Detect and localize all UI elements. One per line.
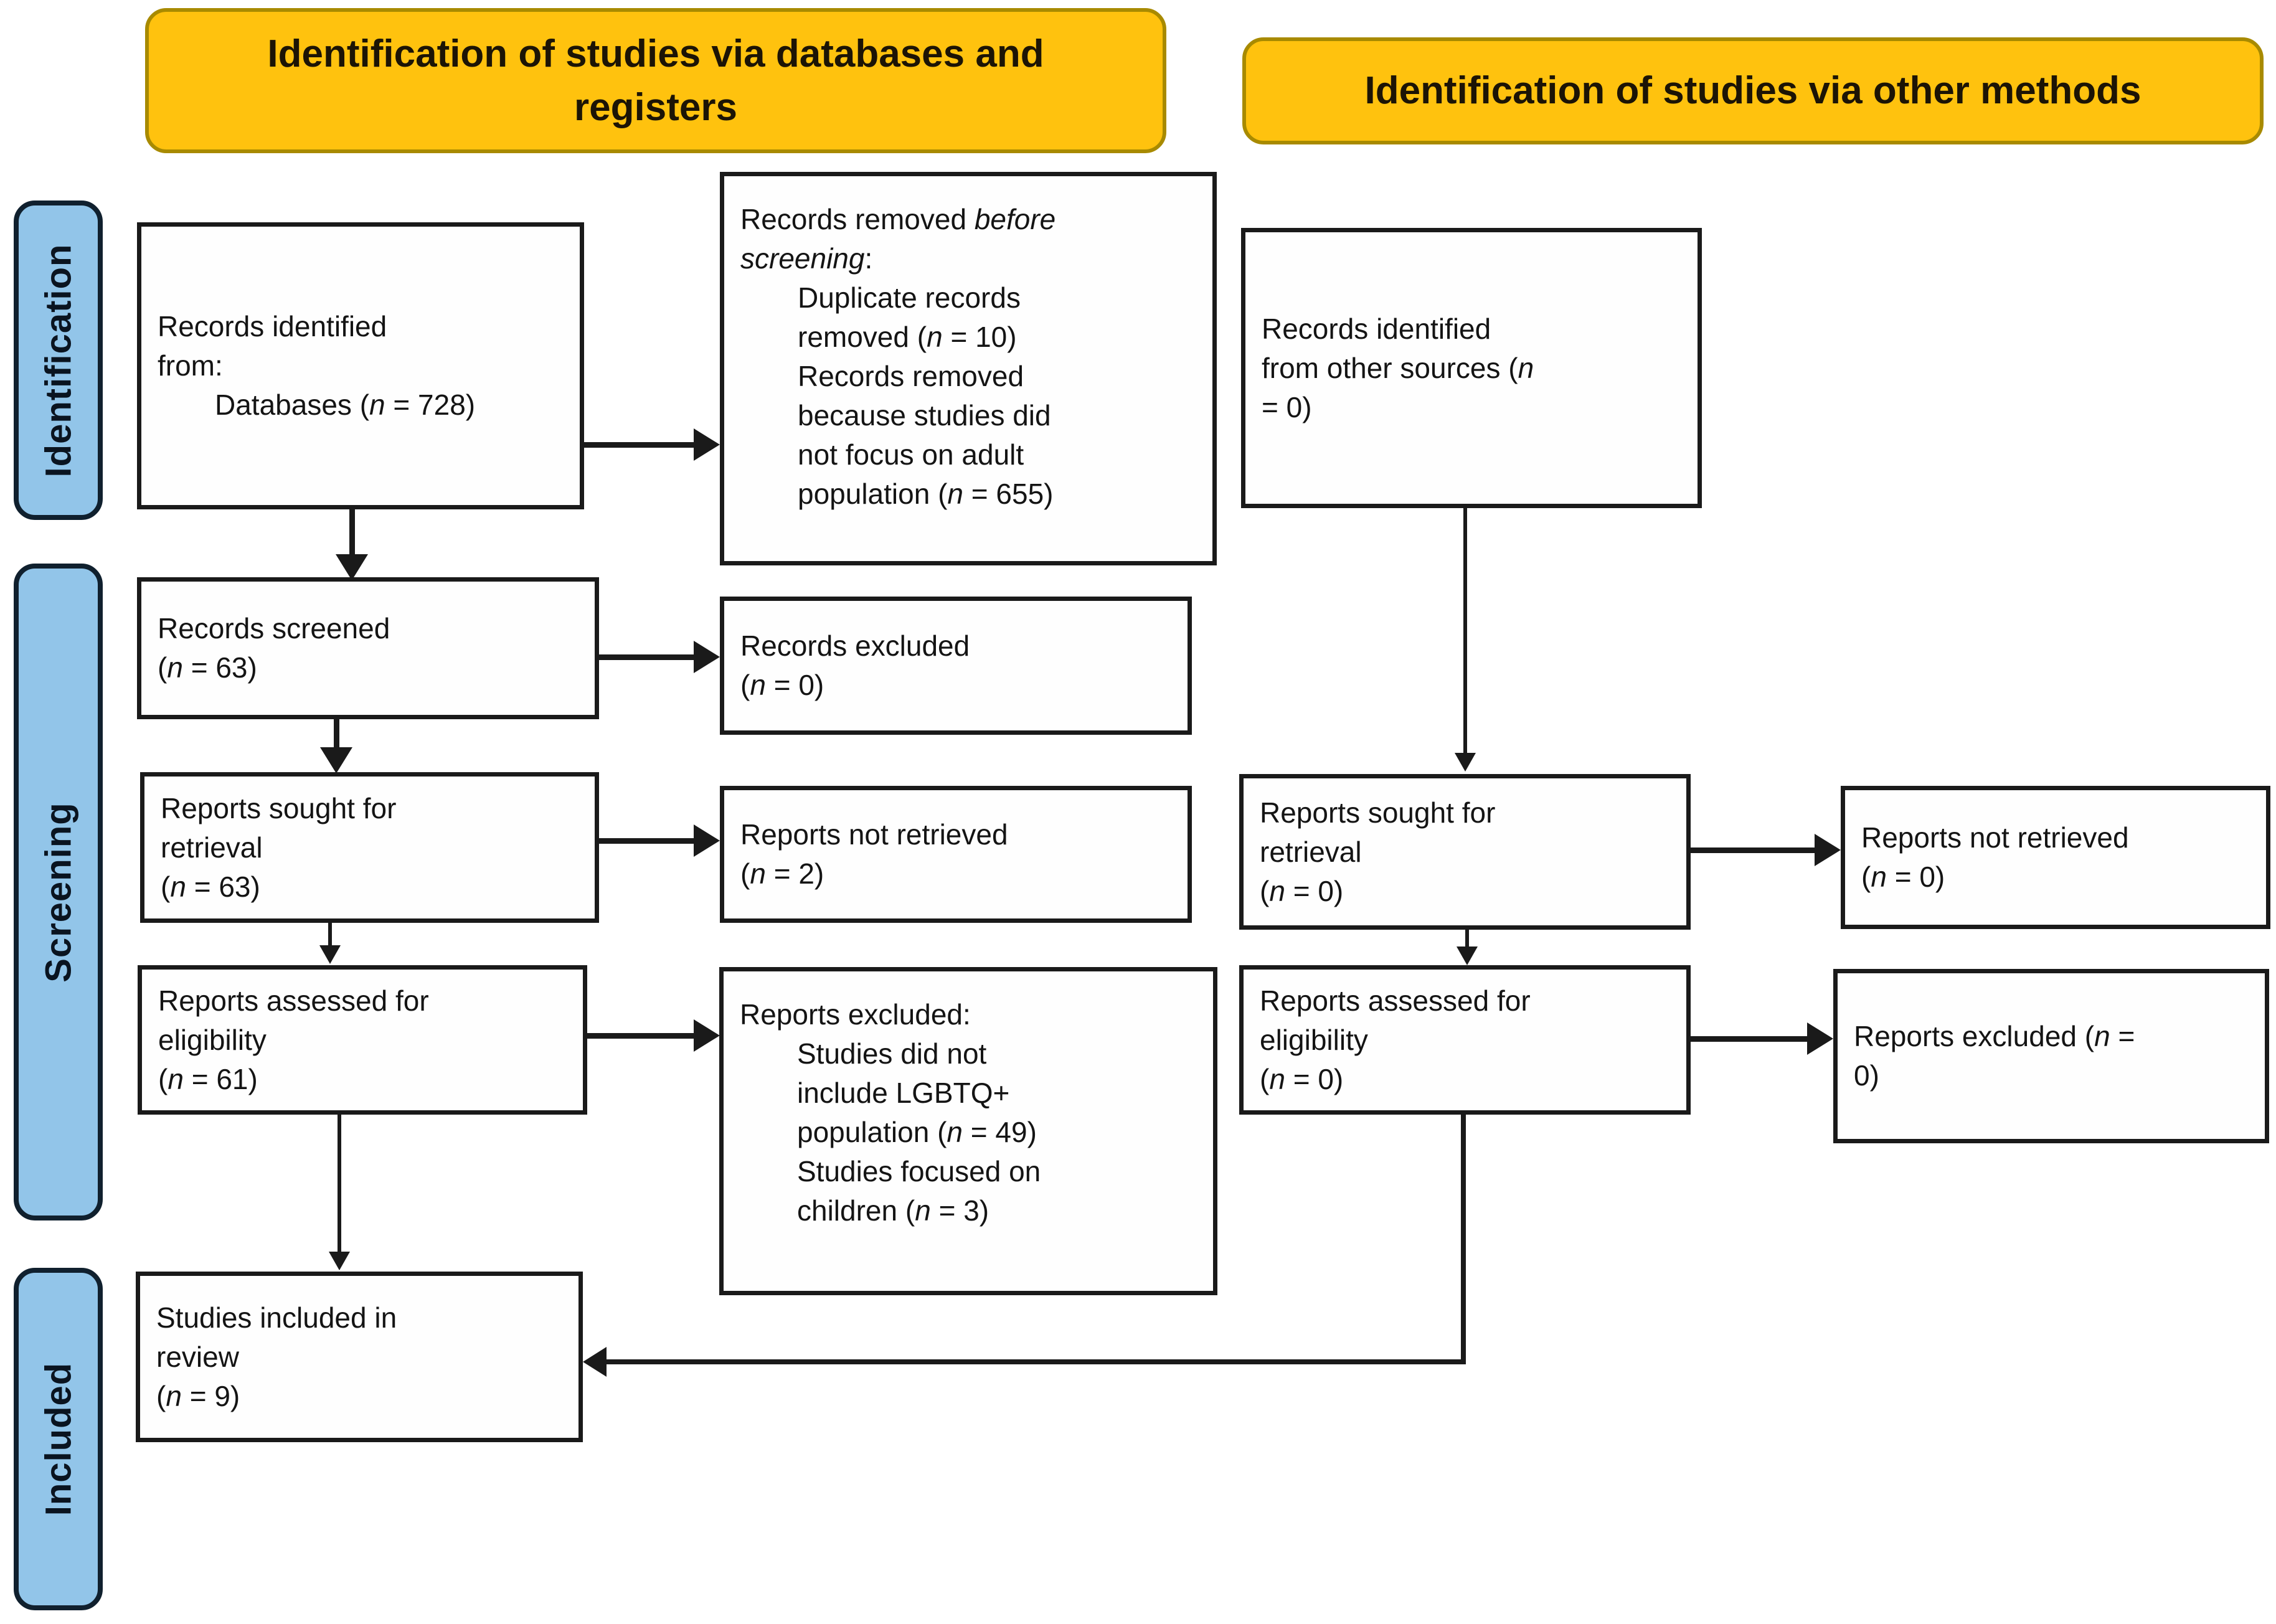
- arrow-assessed-to-excluded-head: [694, 1019, 720, 1052]
- header-databases-registers: Identification of studies via databases …: [145, 8, 1166, 153]
- box-text-line: (n = 0): [740, 669, 824, 701]
- arrow-screened-to-sought-head: [320, 747, 352, 773]
- box-text-line: Studies focused on: [797, 1155, 1041, 1187]
- box-text-line: from:: [158, 349, 223, 382]
- box-text-line: Records excluded: [740, 630, 970, 662]
- box-records-screened: Records screened (n = 63): [137, 577, 599, 719]
- box-text-line: because studies did: [798, 399, 1051, 432]
- box-reports-excluded-other: Reports excluded (n = 0): [1833, 969, 2269, 1143]
- box-studies-included-review: Studies included in review (n = 9): [136, 1272, 583, 1442]
- box-text-line: retrieval: [161, 831, 263, 864]
- arrow-identified-to-removed-shaft: [583, 442, 696, 448]
- box-text-line: Reports sought for: [161, 791, 397, 824]
- box-text-line: Reports assessed for: [158, 984, 429, 1017]
- box-reports-assessed-databases: Reports assessed for eligibility (n = 61): [138, 965, 587, 1115]
- box-text-line: (n = 63): [158, 651, 257, 684]
- arrow-screened-to-excluded-shaft: [599, 654, 696, 660]
- box-text-line: eligibility: [158, 1023, 267, 1056]
- box-text-line: not focus on adult: [798, 438, 1024, 471]
- arrow-screened-to-sought-shaft: [334, 719, 339, 750]
- box-text-line: (n = 0): [1260, 874, 1344, 907]
- box-reports-assessed-other: Reports assessed for eligibility (n = 0): [1239, 965, 1691, 1115]
- box-text-line: (n = 63): [161, 870, 260, 903]
- arrow-assessedother-to-included-horizontal-shaft: [607, 1359, 1466, 1364]
- arrow-assessed-to-excluded-shaft: [587, 1033, 694, 1039]
- box-text-line: eligibility: [1260, 1023, 1368, 1056]
- arrow-sought-to-notretrieved-head: [694, 824, 720, 857]
- box-text-line: (n = 0): [1861, 861, 1945, 893]
- arrow-assessedother-to-included-vertical-shaft: [1461, 1115, 1466, 1364]
- box-text-line: (n = 0): [1260, 1062, 1344, 1095]
- box-records-other-sources: Records identified from other sources (n =…: [1241, 228, 1702, 508]
- box-text-line: review: [156, 1340, 239, 1373]
- box-text-line: Studies did not: [797, 1037, 987, 1070]
- box-text-line: children (n = 3): [797, 1194, 989, 1227]
- box-reports-excluded-reasons: Reports excluded: Studies did not include …: [719, 967, 1217, 1295]
- arrow-assessedother-to-included-head: [583, 1347, 607, 1377]
- sidebar-stage-screening-label: Screening: [38, 801, 78, 983]
- arrow-sought-to-notretrieved-shaft: [599, 838, 696, 844]
- box-reports-not-retrieved-databases: Reports not retrieved (n = 2): [720, 786, 1192, 923]
- box-text-line: (n = 2): [740, 857, 824, 890]
- arrow-soughtother-to-notretrieved-shaft: [1691, 847, 1815, 853]
- arrow-sought-to-assessed-shaft: [328, 923, 332, 948]
- arrow-soughtother-to-notretrieved-head: [1815, 834, 1841, 866]
- box-text-line: removed (n = 10): [798, 321, 1017, 353]
- box-text-line: (n = 9): [156, 1379, 240, 1412]
- arrow-identified-to-screened-head: [336, 554, 368, 580]
- box-text-line: Databases (n = 728): [215, 389, 476, 421]
- box-records-excluded: Records excluded (n = 0): [720, 597, 1192, 735]
- sidebar-stage-identification-label: Identification: [38, 243, 78, 477]
- box-reports-not-retrieved-other: Reports not retrieved (n = 0): [1841, 786, 2270, 929]
- box-text-line: Reports excluded:: [740, 998, 971, 1031]
- arrow-identified-to-screened-shaft: [349, 509, 355, 559]
- box-text-line: Reports excluded (n =: [1854, 1020, 2135, 1052]
- arrow-soughtother-to-assessed-head: [1457, 947, 1478, 965]
- box-text-line: from other sources (n: [1262, 351, 1534, 384]
- box-text-line: retrieval: [1260, 835, 1362, 868]
- box-text-line: 0): [1854, 1059, 1879, 1092]
- sidebar-stage-identification: Identification: [14, 201, 103, 520]
- box-reports-sought-databases: Reports sought for retrieval (n = 63): [140, 772, 599, 923]
- arrow-identified-to-removed-head: [694, 428, 720, 461]
- arrow-assessed-to-included-head: [329, 1252, 350, 1270]
- box-records-identified: Records identified from: Databases (n = 72…: [137, 222, 584, 509]
- box-text-line: Studies included in: [156, 1301, 397, 1334]
- sidebar-stage-included-label: Included: [38, 1362, 78, 1516]
- box-text-line: screening:: [740, 242, 873, 275]
- arrow-othersources-to-sought-head: [1455, 753, 1476, 772]
- sidebar-stage-included: Included: [14, 1268, 103, 1610]
- box-text-line: (n = 61): [158, 1062, 258, 1095]
- box-reports-sought-other: Reports sought for retrieval (n = 0): [1239, 774, 1691, 930]
- box-text-line: Records removed before: [740, 203, 1056, 235]
- box-text-line: Records identified: [1262, 312, 1491, 345]
- arrow-assessed-to-included-shaft: [338, 1115, 341, 1254]
- box-text-line: population (n = 49): [797, 1116, 1037, 1148]
- arrow-sought-to-assessed-head: [319, 945, 341, 964]
- arrow-assessedother-to-excluded-head: [1807, 1022, 1833, 1055]
- box-text-line: Reports assessed for: [1260, 984, 1531, 1017]
- box-text-line: Reports not retrieved: [1861, 821, 2129, 854]
- arrow-soughtother-to-assessed-shaft: [1465, 930, 1469, 948]
- box-text-line: Records removed: [798, 360, 1024, 392]
- arrow-screened-to-excluded-head: [694, 641, 720, 673]
- arrow-assessedother-to-excluded-shaft: [1691, 1036, 1808, 1042]
- box-text-line: Records identified: [158, 310, 387, 342]
- box-text-line: Reports not retrieved: [740, 818, 1008, 851]
- header-other-methods: Identification of studies via other meth…: [1242, 37, 2264, 144]
- box-text-line: include LGBTQ+: [797, 1077, 1010, 1109]
- box-text-line: = 0): [1262, 390, 1312, 423]
- box-records-removed-before-screening: Records removed before screening: Duplicat…: [720, 172, 1217, 565]
- box-text-line: Records screened: [158, 612, 390, 644]
- sidebar-stage-screening: Screening: [14, 564, 103, 1220]
- box-text-line: Duplicate records: [798, 281, 1021, 314]
- box-text-line: population (n = 655): [798, 478, 1054, 510]
- box-text-line: Reports sought for: [1260, 796, 1496, 829]
- arrow-othersources-to-sought-shaft: [1463, 508, 1467, 754]
